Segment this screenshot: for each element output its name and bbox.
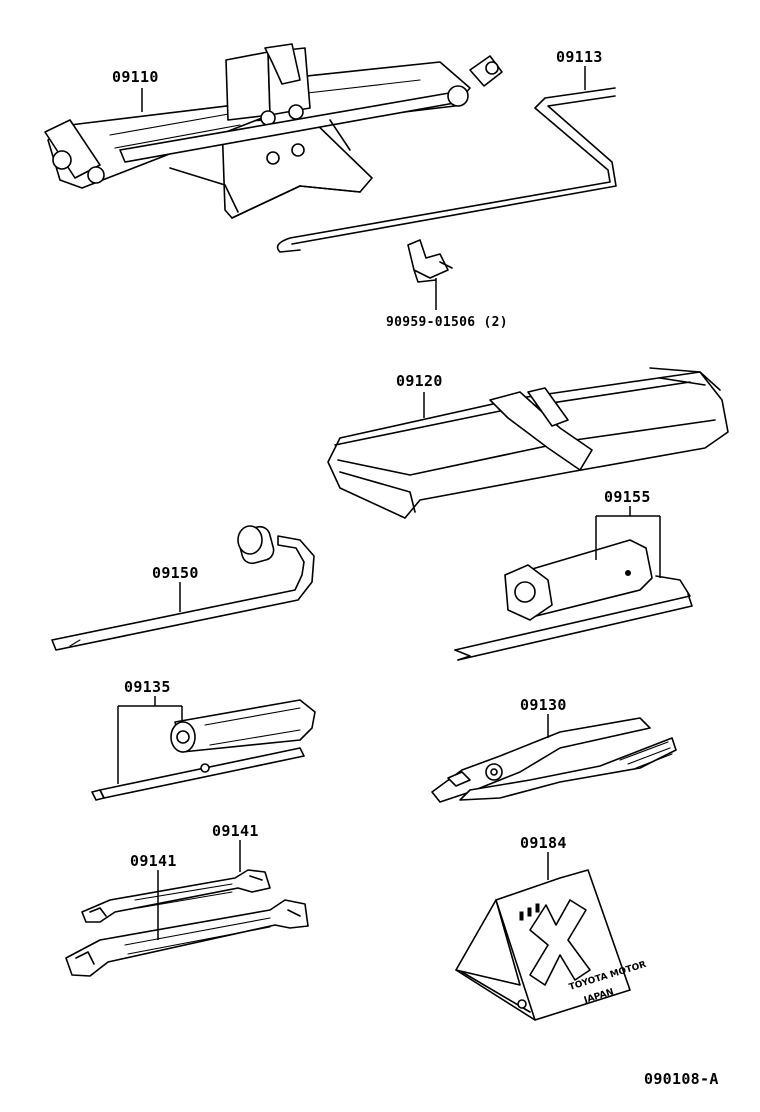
part-label-wheel-nut-wrench: 09150 xyxy=(152,564,199,582)
part-label-clamp: 90959-01506 (2) xyxy=(386,315,508,330)
pliers-drawing xyxy=(432,718,676,802)
wrench-lower-drawing xyxy=(66,900,308,976)
part-label-jack-handle: 09113 xyxy=(556,48,603,66)
part-label-jack: 09110 xyxy=(112,68,159,86)
part-label-wrench-upper: 09141 xyxy=(212,822,259,840)
figure-code: 090108-A xyxy=(644,1070,719,1088)
wrench-upper-drawing xyxy=(82,870,270,922)
wheel-chock-drawing: TOYOTA MOTOR JAPAN xyxy=(456,870,648,1020)
screwdriver-drawing xyxy=(92,700,315,800)
clamp-drawing xyxy=(408,240,452,282)
part-label-wrench-lower: 09141 xyxy=(130,852,177,870)
jack-drawing xyxy=(45,44,502,218)
jack-handle-drawing xyxy=(278,88,616,252)
plug-wrench-drawing xyxy=(455,540,692,660)
leader-lines xyxy=(118,66,660,940)
part-label-wheel-chock: 09184 xyxy=(520,834,567,852)
part-label-plug-wrench: 09155 xyxy=(604,488,651,506)
part-label-screwdriver: 09135 xyxy=(124,678,171,696)
part-label-pliers: 09130 xyxy=(520,696,567,714)
tool-bag-drawing xyxy=(328,368,728,518)
part-label-tool-bag: 09120 xyxy=(396,372,443,390)
wheel-nut-wrench-drawing xyxy=(52,524,314,650)
